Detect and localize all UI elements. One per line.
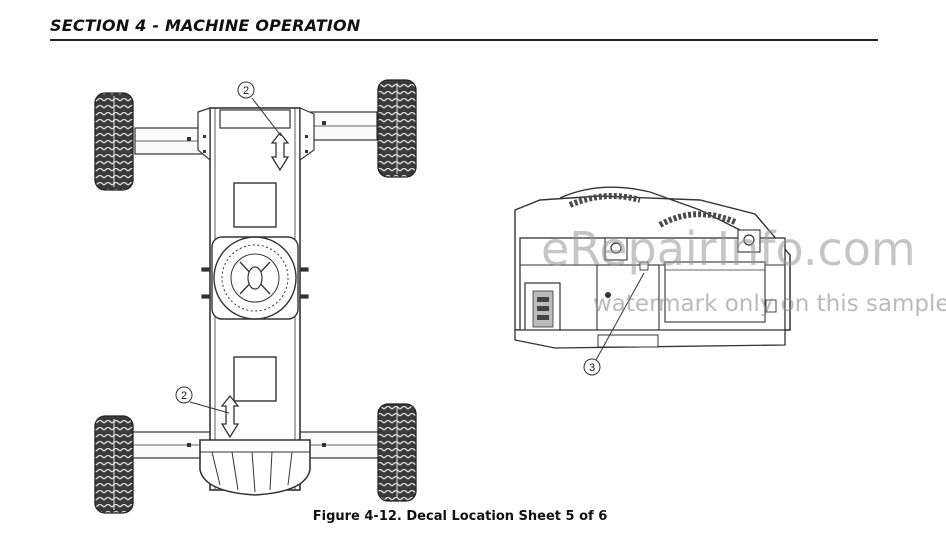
header-rule: [50, 39, 878, 41]
decal-plate-lower: [233, 356, 277, 402]
tire-front-left: [94, 92, 134, 191]
callout-2-top: 2: [237, 81, 282, 137]
tire-rear-left: [94, 415, 134, 514]
arrow-decal-lower: [220, 394, 240, 439]
figure-caption: Figure 4-12. Decal Location Sheet 5 of 6: [0, 509, 920, 524]
rear-counterweight: [199, 439, 311, 496]
watermark-brand: eRepairInfo.com: [541, 222, 916, 276]
tire-rear-right: [377, 403, 417, 502]
section-title: SECTION 4 - MACHINE OPERATION: [50, 16, 361, 35]
watermark-notice: watermark only on this sample: [593, 291, 946, 317]
chassis-side-view: [514, 186, 791, 349]
arrow-decal-upper: [270, 131, 290, 172]
callout-label-top: 2: [243, 85, 249, 97]
callout-2-bottom: 2: [175, 386, 230, 414]
decal-plate-upper: [233, 182, 277, 228]
figure-caption-text: Figure 4-12. Decal Location Sheet 5 of 6: [312, 509, 608, 524]
chassis-top-view: [131, 107, 381, 496]
callout-label-bottom: 2: [181, 390, 187, 402]
tire-front-right: [377, 79, 417, 178]
callout-3: 3: [583, 272, 645, 376]
callout-label-right: 3: [589, 362, 595, 374]
